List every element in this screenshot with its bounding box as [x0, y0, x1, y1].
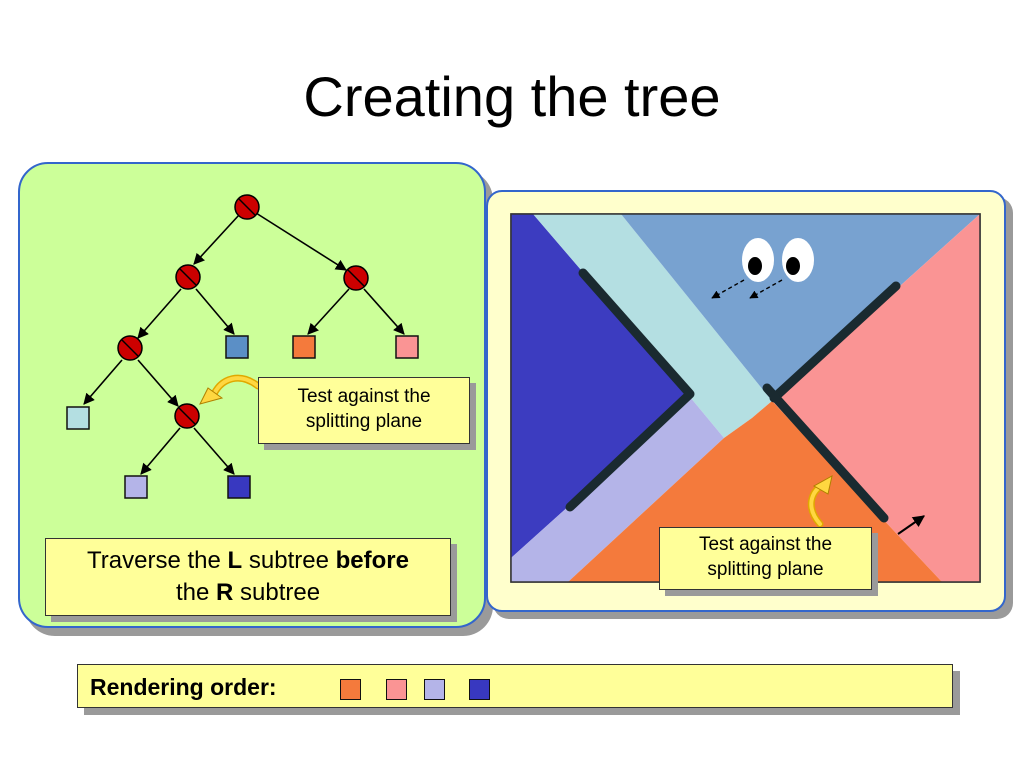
traverse-line-1: Traverse the L subtree before	[87, 547, 409, 574]
traverse-line-2: the R subtree	[175, 579, 321, 606]
splitting-plane-main-b	[762, 383, 889, 523]
edge-r-leaf-pink	[363, 288, 405, 335]
splitting-plane-main-a	[769, 281, 901, 403]
page-title: Creating the tree	[303, 65, 721, 128]
node-slash	[178, 407, 196, 425]
leaf-pink	[395, 335, 419, 359]
edge-root-left	[193, 214, 240, 265]
leaf-dark-blue	[227, 475, 251, 499]
node-slash	[347, 269, 365, 287]
callout-line-2: splitting plane	[707, 559, 824, 580]
node-slash	[121, 339, 139, 357]
tree-leaves	[66, 335, 419, 499]
scene	[510, 213, 981, 583]
callout-line-1: Test against the	[698, 534, 833, 555]
region-dark-blue	[511, 214, 690, 558]
edge-lr-leaf-blue	[193, 427, 235, 475]
leaf-orange	[292, 335, 316, 359]
edge-l-ll	[137, 288, 182, 339]
node-slash	[238, 198, 256, 216]
render-swatch-2	[386, 679, 407, 700]
edge-ll-leaf	[83, 359, 123, 405]
region-mid-blue	[621, 214, 980, 401]
region-lavender	[511, 397, 724, 582]
leaf-mid-blue	[225, 335, 249, 359]
edge-lr-leaf-lav	[140, 427, 181, 475]
rendering-order-label: Rendering order:	[90, 674, 277, 700]
edge-ll-lr	[137, 359, 179, 407]
tree-edges	[83, 212, 405, 475]
edge-root-right	[255, 212, 347, 271]
rendering-order-bar: Rendering order:	[77, 664, 953, 708]
render-swatch-3	[424, 679, 445, 700]
callout-line-2: splitting plane	[305, 411, 423, 432]
edge-l-leaf	[195, 288, 235, 335]
eyes-icon	[742, 238, 814, 282]
curved-arrow-icon	[199, 374, 262, 405]
callout-line-1: Test against the	[297, 386, 431, 407]
curved-arrow-icon	[807, 475, 833, 528]
view-direction-1	[711, 279, 745, 299]
view-direction-2	[749, 279, 783, 299]
region-light-cyan	[533, 214, 772, 438]
tree-splitting-callout: Test against the splitting plane	[258, 377, 470, 444]
traverse-note: Traverse the L subtree before the R subt…	[45, 538, 451, 616]
edge-r-leaf-orange	[307, 288, 350, 335]
normal-arrow-icon	[897, 515, 925, 535]
scene-splitting-callout: Test against the splitting plane	[659, 527, 872, 590]
splitting-plane-left	[565, 268, 695, 512]
leaf-light-cyan	[66, 406, 90, 430]
node-slash-icon	[117, 194, 369, 429]
render-swatch-4	[469, 679, 490, 700]
render-swatch-1	[340, 679, 361, 700]
region-pink	[772, 214, 980, 582]
leaf-lavender	[124, 475, 148, 499]
node-slash	[179, 268, 197, 286]
